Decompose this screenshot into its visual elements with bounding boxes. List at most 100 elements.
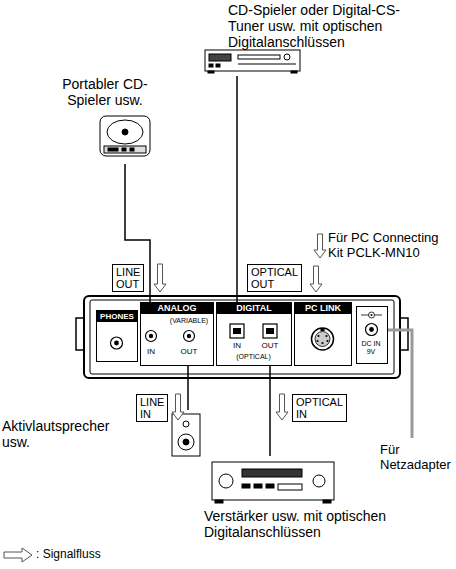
device-caption: CD-Spieler oder Digital-CS-Tuner usw. mi… [228, 2, 424, 50]
device-housing [84, 296, 400, 378]
cd-tuner-illustration [205, 50, 300, 71]
cd-tuner-illustration [284, 54, 290, 60]
jack-ring [184, 331, 195, 342]
amplifier-illustration [215, 500, 223, 503]
speaker-illustration [172, 414, 200, 456]
amplifier-illustration [266, 484, 274, 488]
jack-label: (VARIABLE) [165, 317, 213, 325]
cd-tuner-illustration [238, 55, 280, 59]
polarity-symbol [371, 314, 373, 316]
din-pin [326, 340, 328, 342]
signal-label: LINE OUT [116, 266, 140, 290]
amplifier-illustration [254, 484, 262, 488]
device-node: CD-Spieler oder Digital-CS-Tuner usw. mi… [200, 0, 428, 76]
amplifier-illustration [212, 462, 334, 503]
polarity-symbol [369, 312, 375, 318]
legend-arrow [4, 548, 32, 562]
section-header: PC LINK [295, 303, 351, 314]
polarity-symbol [375, 315, 383, 316]
signal-cable [187, 366, 189, 410]
amplifier-illustration [212, 462, 334, 500]
jack-hole [149, 334, 153, 338]
signal-flow-arrow [276, 394, 288, 420]
amplifier-illustration [242, 484, 250, 488]
jack-hole [187, 334, 191, 338]
portable-cd-illustration [104, 146, 146, 153]
signal-flow-arrow [314, 234, 326, 258]
panel-section: PC LINK [294, 302, 352, 366]
note-label: Für PC Connecting Kit PCLK-MN10 [328, 230, 452, 260]
portable-cd-illustration [130, 148, 134, 151]
signal-flow-arrow [310, 266, 322, 292]
cd-tuner-illustration [209, 64, 213, 67]
jack-label: IN [141, 347, 161, 356]
signal-cable [236, 76, 238, 302]
signal-label: OPTICAL OUT [251, 266, 298, 290]
panel-section: ANALOG (VARIABLE) IN OUT [140, 302, 214, 366]
signal-label-box: OPTICAL IN [292, 394, 347, 422]
jack-ring [366, 324, 378, 336]
optical-jack [230, 324, 244, 338]
din-pin [317, 335, 319, 337]
portable-cd-illustration [107, 120, 143, 144]
portable-cd-illustration [122, 129, 128, 135]
portable-cd-illustration [108, 148, 118, 151]
amplifier-illustration [313, 475, 325, 487]
optical-port [233, 328, 241, 334]
jack-label: PHONES [97, 311, 137, 322]
signal-label: LINE IN [140, 396, 164, 420]
speaker-illustration [183, 439, 189, 445]
device-caption: Aktivlautsprecher usw. [2, 418, 127, 450]
signal-label-box: OPTICAL OUT [247, 264, 302, 292]
section-header: ANALOG [141, 303, 213, 314]
device-housing [76, 296, 408, 378]
portable-cd-illustration [122, 148, 126, 151]
signal-cable [269, 366, 271, 456]
speaker-illustration [183, 421, 189, 427]
note-label: Für Netzadapter [380, 442, 456, 472]
cd-tuner-illustration [238, 64, 296, 65]
din-pin [325, 335, 327, 337]
jack-label: OUT [176, 347, 202, 356]
signal-label-box: LINE OUT [112, 264, 144, 292]
cd-tuner-illustration [216, 64, 220, 67]
din-ring [312, 328, 334, 350]
jack-label: (OPTICAL) [217, 353, 290, 361]
polarity-symbol [361, 315, 369, 316]
jack-label: IN [225, 341, 249, 350]
portable-cd-illustration [100, 116, 150, 156]
cd-tuner-illustration [291, 71, 297, 73]
jack-hole [114, 341, 119, 346]
jack-label: DC IN 9V [360, 340, 382, 356]
portable-cd-illustration [100, 116, 150, 156]
panel-section: DIGITAL IN OUT (OPTICAL) [216, 302, 292, 366]
signal-flow-arrow [172, 394, 184, 420]
amplifier-illustration [278, 484, 302, 490]
device-node: Aktivlautsprecher usw. [2, 410, 202, 458]
cd-tuner-illustration [208, 71, 214, 73]
din-face [315, 332, 330, 347]
amplifier-illustration [242, 469, 302, 477]
jack-label: OUT [257, 341, 283, 350]
speaker-illustration [172, 414, 200, 456]
speaker-illustration [178, 434, 194, 450]
device-caption: Verstärker usw. mit optischen Digitalans… [204, 508, 422, 540]
optical-jack [263, 324, 277, 338]
cd-tuner-illustration [209, 54, 231, 61]
din-pin [321, 342, 323, 344]
cd-tuner-illustration [205, 50, 300, 73]
jack-ring [146, 331, 157, 342]
signal-label-box: LINE IN [136, 394, 168, 422]
din-key [321, 328, 325, 331]
optical-port [266, 328, 274, 334]
jack-ring [111, 337, 123, 349]
amplifier-illustration [219, 474, 233, 488]
jack-hole [369, 327, 374, 332]
section-header: DIGITAL [217, 303, 291, 314]
device-housing [90, 300, 394, 374]
din-pin [316, 340, 318, 342]
panel-section: DC IN 9V [356, 306, 388, 364]
device-node: Portabler CD-Spieler usw. [55, 74, 155, 164]
amplifier-illustration [323, 500, 331, 503]
panel-section: PHONES [96, 310, 138, 362]
